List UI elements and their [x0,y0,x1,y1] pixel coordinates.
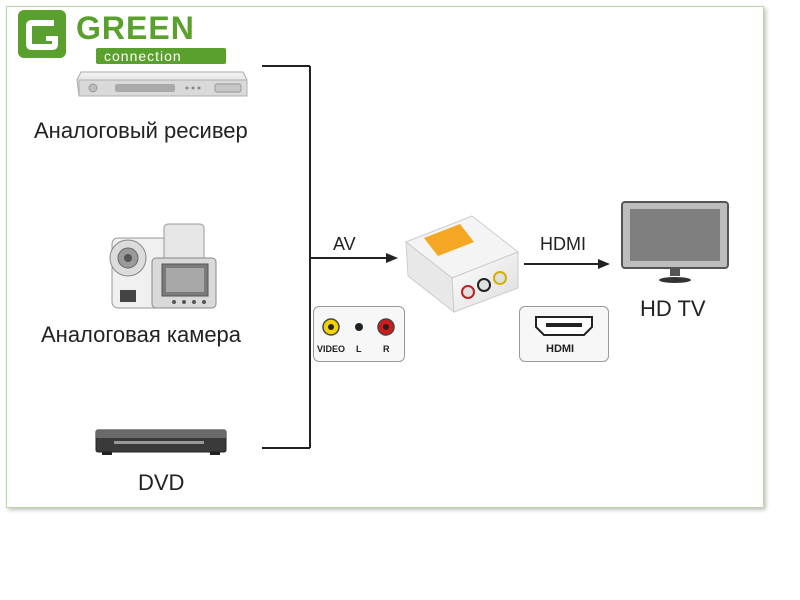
source-label-dvd: DVD [138,470,185,495]
hdmi-badge: HDMI [519,306,609,362]
arrow-label-hdmi: HDMI [540,234,586,254]
rca-right-label: R [383,344,390,354]
hdmi-badge-label: HDMI [546,343,575,355]
logo-mark-icon [18,10,66,58]
logo-sub: connection [104,48,182,64]
source-label-camera: Аналоговая камера [41,322,242,347]
rca-left-jack-icon [355,323,363,331]
logo-brand: GREEN [76,10,195,46]
camcorder-icon [104,220,219,310]
arrow-label-av: AV [333,234,356,254]
rca-panel: VIDEO L R [313,306,405,362]
tv-label: HD TV [640,296,706,321]
rca-video-label: VIDEO [317,344,346,354]
logo-sub-bar [96,48,226,64]
receiver-icon [75,66,250,102]
hdtv-icon [620,200,732,290]
source-label-receiver: Аналоговый ресивер [34,118,248,143]
dvd-player-icon [94,428,229,456]
converter-box-icon [402,212,522,322]
logo: GREEN connection [18,10,226,64]
rca-left-label: L [356,344,362,354]
